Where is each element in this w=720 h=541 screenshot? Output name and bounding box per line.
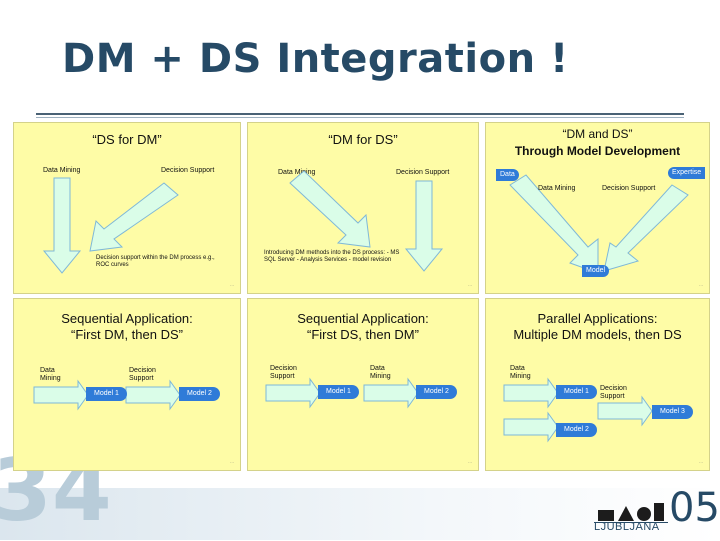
panel-subtitle: “First DM, then DS”: [71, 327, 183, 342]
model-box: Model: [582, 265, 610, 277]
conference-logo: [594, 503, 668, 523]
panel-note: Decision support within the DM process e…: [96, 255, 215, 268]
panel-footer: ···: [468, 460, 472, 465]
label-decision-support: Decision Support: [396, 169, 450, 176]
arrow-data-to-model1: [503, 377, 559, 409]
arrow-from-expertise: [603, 184, 689, 272]
panel-ds-for-dm: “DS for DM” Data Mining Decision Support…: [13, 122, 241, 294]
label-decision-support: Decision Support: [161, 167, 215, 174]
label-data-mining: Data Mining: [510, 365, 531, 380]
panel-title: “DM for DS”: [328, 132, 398, 147]
arrow-diagonal: [89, 182, 179, 252]
label-decision-support: Decision Support: [270, 365, 297, 380]
flow-arrows: [42, 177, 179, 274]
flow-arrows: [509, 174, 689, 274]
panel-subtitle: Multiple DM models, then DS: [513, 327, 682, 342]
model-3-box: Model 3: [652, 405, 693, 419]
flow-arrows: [503, 377, 653, 443]
page-title: DM + DS Integration !: [62, 36, 569, 82]
model-2-box: Model 2: [416, 385, 457, 399]
title-divider-secondary: [36, 117, 684, 118]
title-divider: [36, 113, 684, 115]
panel-subtitle: Through Model Development: [514, 144, 681, 158]
label-decision-support: Decision Support: [129, 367, 156, 382]
label-decision-support: Decision Support: [602, 185, 656, 192]
logo-year: 05: [669, 485, 720, 531]
arrow-data-to-model2: [503, 411, 559, 443]
flow-arrows: [33, 379, 181, 411]
panel-title: “DM and DS”: [562, 127, 633, 141]
model-2-box: Model 2: [179, 387, 220, 401]
flow-arrows: [265, 377, 419, 409]
panel-title: “DS for DM”: [92, 132, 162, 147]
panel-first-dm-then-ds: Sequential Application: “First DM, then …: [13, 298, 241, 471]
arrow-diagonal: [289, 170, 371, 248]
arrow-model1-to-model2: [125, 379, 181, 411]
label-data-mining: Data Mining: [40, 367, 61, 382]
data-box: Data: [496, 169, 519, 181]
panel-dm-and-ds: “DM and DS” Through Model Development Da…: [485, 122, 710, 294]
arrow-model1-to-model2: [363, 377, 419, 409]
panel-footer: ···: [699, 460, 703, 465]
model-1-box: Model 1: [556, 385, 597, 399]
label-data-mining: Data Mining: [370, 365, 391, 380]
logo-city: LJUBLJANA: [594, 521, 660, 533]
panel-title: Parallel Applications:: [537, 311, 658, 326]
panel-first-ds-then-dm: Sequential Application: “First DS, then …: [247, 298, 479, 471]
model-1-box: Model 1: [318, 385, 359, 399]
label-data-mining: Data Mining: [278, 169, 316, 176]
panel-parallel-applications: Parallel Applications: Multiple DM model…: [485, 298, 710, 471]
flow-arrows: [289, 170, 444, 272]
label-data-mining: Data Mining: [43, 167, 81, 174]
panel-footer: ···: [230, 460, 234, 465]
arrow-ds-to-model1: [265, 377, 321, 409]
panel-footer: ···: [468, 283, 472, 288]
panel-note: Introducing DM methods into the DS proce…: [264, 250, 400, 263]
arrow-from-data: [509, 174, 599, 274]
panel-dm-for-ds: “DM for DS” Data Mining Decision Support…: [247, 122, 479, 294]
panel-title: Sequential Application:: [297, 311, 429, 326]
panel-footer: ···: [230, 283, 234, 288]
arrow-down: [42, 177, 82, 274]
expertise-box: Expertise: [668, 167, 706, 179]
label-decision-support: Decision Support: [600, 385, 627, 400]
arrow-to-model3: [597, 395, 653, 427]
panel-title: Sequential Application:: [61, 311, 193, 326]
panel-footer: ···: [699, 283, 703, 288]
panel-subtitle: “First DS, then DM”: [307, 327, 419, 342]
arrow-data-to-model1: [33, 379, 89, 411]
model-1-box: Model 1: [86, 387, 127, 401]
arrow-down: [404, 180, 444, 272]
model-2-box: Model 2: [556, 423, 597, 437]
label-data-mining: Data Mining: [538, 185, 576, 192]
